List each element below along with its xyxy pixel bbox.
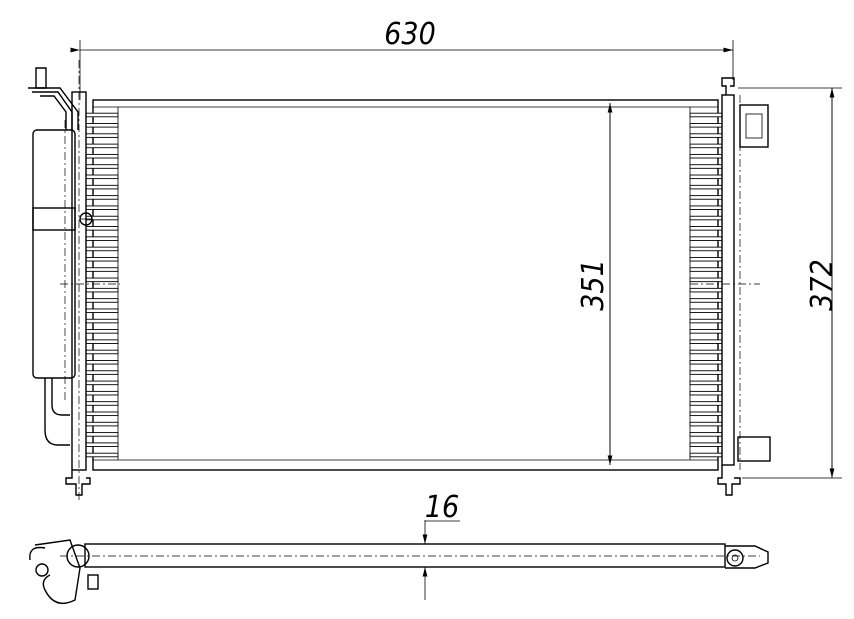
- fin: [85, 287, 119, 293]
- fin: [85, 153, 119, 159]
- fin: [85, 184, 119, 190]
- width-dimension: 630: [70, 17, 734, 100]
- fin: [85, 411, 119, 417]
- fin: [689, 226, 723, 231]
- fin: [689, 329, 723, 334]
- fin: [85, 452, 119, 458]
- fin: [689, 390, 723, 396]
- fin: [85, 133, 119, 138]
- fin: [689, 287, 723, 293]
- fin: [85, 308, 119, 314]
- drier-bracket-icon: [66, 544, 90, 568]
- fin: [689, 133, 723, 138]
- fin: [85, 370, 119, 375]
- fin: [689, 370, 723, 375]
- fin: [85, 267, 119, 272]
- width-label: 630: [384, 17, 436, 52]
- fin: [85, 195, 119, 200]
- fin: [85, 123, 119, 128]
- fin: [689, 184, 723, 190]
- fin: [689, 153, 723, 159]
- inlet-fitting: [739, 104, 769, 148]
- fin: [85, 226, 119, 231]
- fin: [689, 236, 723, 241]
- core-height-label: 351: [576, 259, 611, 311]
- fin: [689, 215, 723, 221]
- total-height-dimension: 372: [738, 87, 842, 479]
- fin: [689, 308, 723, 314]
- fin: [689, 164, 723, 169]
- fin: [689, 442, 723, 447]
- fin: [689, 298, 723, 303]
- fin: [689, 195, 723, 200]
- fin: [689, 421, 723, 427]
- thickness-label: 16: [425, 490, 459, 525]
- fin: [689, 267, 723, 272]
- fin: [689, 360, 723, 365]
- fins-right: [689, 112, 723, 458]
- right-header-tank: [690, 77, 771, 496]
- fin: [689, 277, 723, 283]
- fin: [689, 246, 723, 252]
- fin: [85, 349, 119, 355]
- fin: [689, 452, 723, 458]
- fin: [85, 432, 119, 437]
- fin: [85, 256, 119, 262]
- fin: [689, 432, 723, 437]
- top-view: 16: [29, 490, 769, 604]
- fin: [85, 329, 119, 334]
- fin: [85, 164, 119, 169]
- outlet-fitting: [737, 436, 771, 462]
- condenser-core: [85, 99, 723, 471]
- fin: [85, 380, 119, 386]
- core-height-dimension: 351: [576, 103, 613, 465]
- fin: [85, 360, 119, 365]
- fin: [85, 277, 119, 283]
- fin: [689, 256, 723, 262]
- left-header-tank: [65, 60, 91, 500]
- fin: [689, 205, 723, 210]
- total-height-label: 372: [805, 259, 840, 311]
- fin: [85, 298, 119, 303]
- fin: [85, 339, 119, 344]
- fin: [689, 123, 723, 128]
- fin: [689, 318, 723, 324]
- fin: [689, 112, 723, 118]
- fin: [85, 143, 119, 149]
- fin: [85, 205, 119, 210]
- fin: [85, 246, 119, 252]
- fins-left: [85, 112, 119, 458]
- fin: [85, 318, 119, 324]
- fin: [85, 421, 119, 427]
- fin: [85, 442, 119, 447]
- fin: [689, 401, 723, 406]
- fin: [689, 349, 723, 355]
- fin: [689, 380, 723, 386]
- fin: [85, 174, 119, 180]
- fin: [85, 390, 119, 396]
- fin: [85, 236, 119, 241]
- fin: [689, 411, 723, 417]
- receiver-drier: [28, 67, 120, 446]
- fin: [85, 401, 119, 406]
- fin: [689, 339, 723, 344]
- fin: [689, 174, 723, 180]
- fin: [689, 143, 723, 149]
- fin: [85, 112, 119, 118]
